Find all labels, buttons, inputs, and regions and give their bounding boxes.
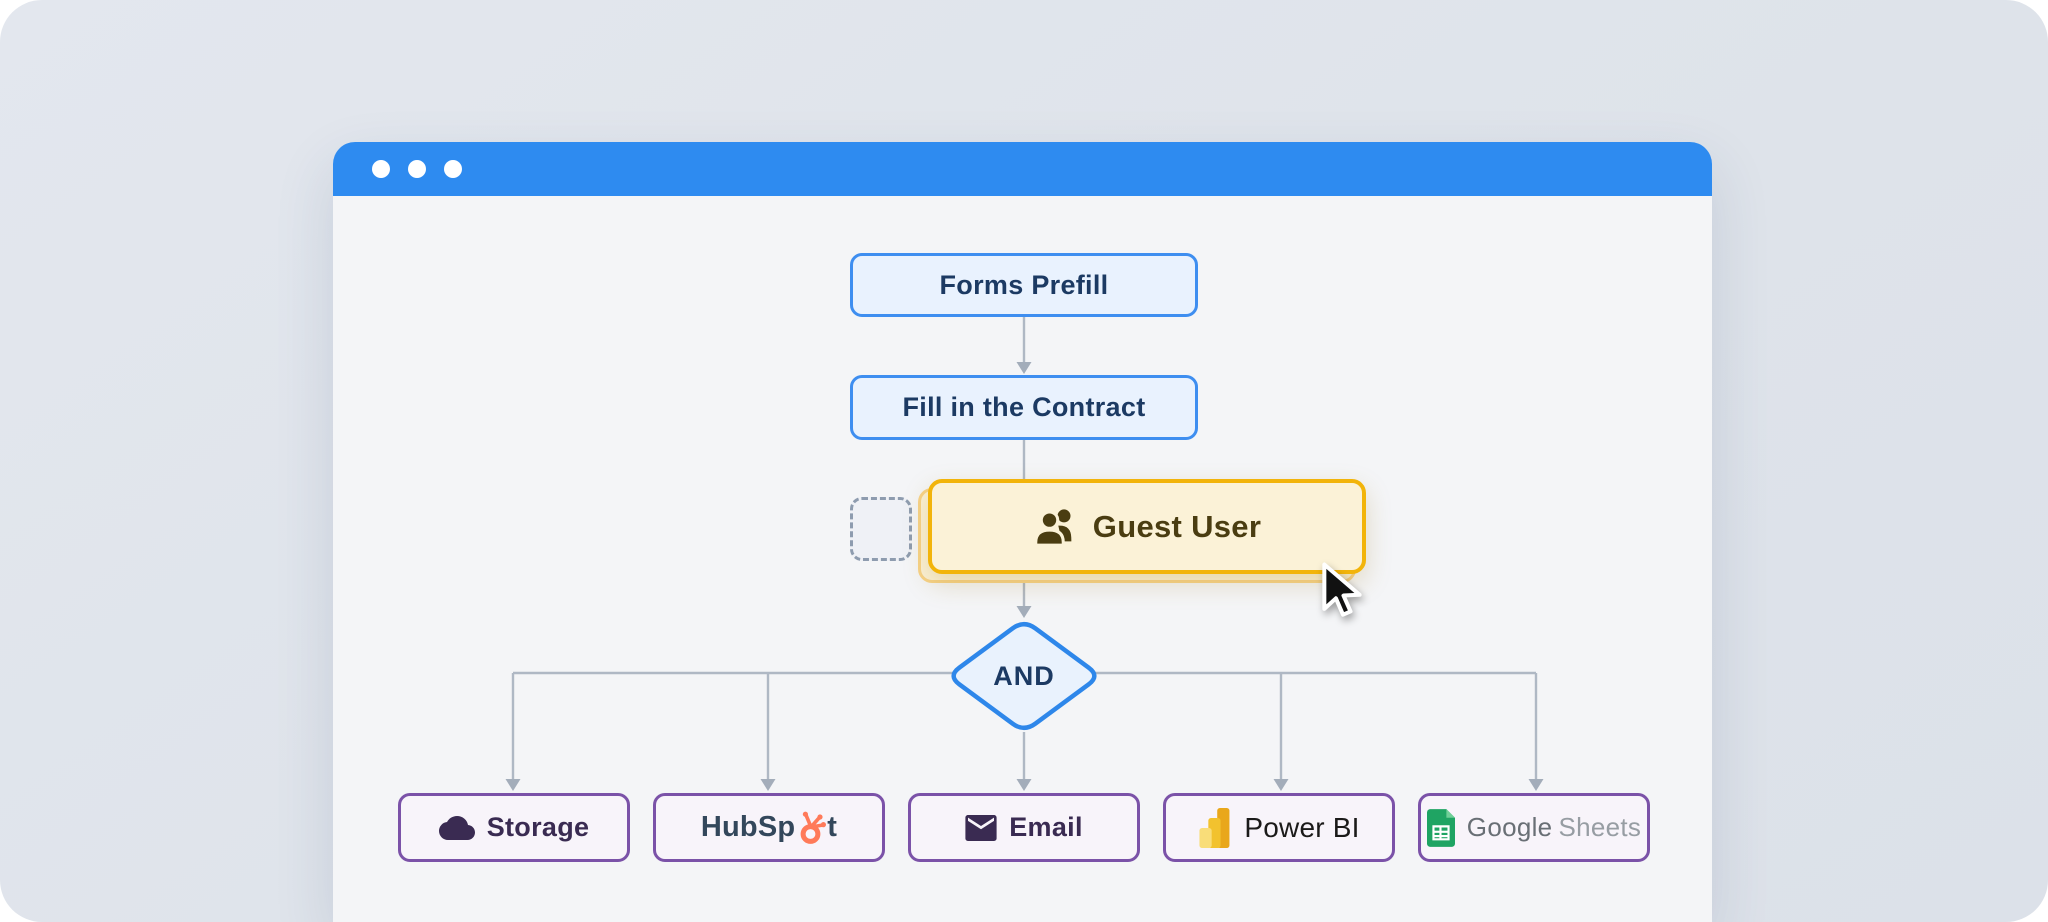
- and-gate-label[interactable]: AND: [993, 660, 1055, 691]
- hubspot-logo: HubSp: [701, 811, 837, 845]
- flow-node-storage[interactable]: Storage: [398, 793, 630, 862]
- hubspot-sprocket-icon: [796, 811, 827, 845]
- flow-node-powerbi[interactable]: Power BI: [1163, 793, 1395, 862]
- window-control-dot[interactable]: [408, 160, 426, 178]
- flow-node-google-sheets[interactable]: Google Sheets: [1418, 793, 1650, 862]
- cloud-icon: [438, 815, 475, 841]
- flow-node-label: Google: [1466, 812, 1553, 842]
- hubspot-wordmark-prefix: HubSp: [700, 811, 796, 843]
- flow-node-label: Power BI: [1244, 811, 1360, 843]
- window-control-dot[interactable]: [444, 160, 462, 178]
- envelope-icon: [965, 814, 997, 841]
- flow-node-label: Email: [1009, 812, 1083, 842]
- flow-node-hubspot[interactable]: HubSp: [653, 793, 885, 862]
- flow-node-label: Storage: [486, 812, 590, 842]
- browser-window: Forms Prefill Fill in the Contract: [333, 142, 1712, 922]
- drop-slot-placeholder[interactable]: [850, 497, 912, 561]
- mouse-cursor-icon: [1318, 562, 1370, 625]
- flow-node-email[interactable]: Email: [908, 793, 1140, 862]
- flow-node-guest-user[interactable]: Guest User: [928, 479, 1366, 574]
- window-control-dot[interactable]: [372, 160, 390, 178]
- flow-node-label: Guest User: [1092, 508, 1262, 544]
- browser-titlebar: [333, 142, 1712, 196]
- flow-node-label: Fill in the Contract: [902, 392, 1146, 422]
- flow-node-fill-contract[interactable]: Fill in the Contract: [850, 375, 1198, 440]
- flow-node-label-secondary: Sheets: [1558, 812, 1642, 842]
- powerbi-icon: [1198, 807, 1232, 848]
- and-gate-diamond: [951, 621, 1097, 731]
- google-sheets-icon: [1426, 808, 1455, 847]
- flow-connectors: [505, 317, 1544, 791]
- flow-canvas: Forms Prefill Fill in the Contract: [333, 196, 1712, 922]
- hubspot-wordmark-suffix: t: [827, 811, 838, 843]
- users-icon: [1033, 506, 1079, 548]
- flow-node-forms-prefill[interactable]: Forms Prefill: [850, 253, 1198, 317]
- flow-node-label: Forms Prefill: [939, 269, 1109, 300]
